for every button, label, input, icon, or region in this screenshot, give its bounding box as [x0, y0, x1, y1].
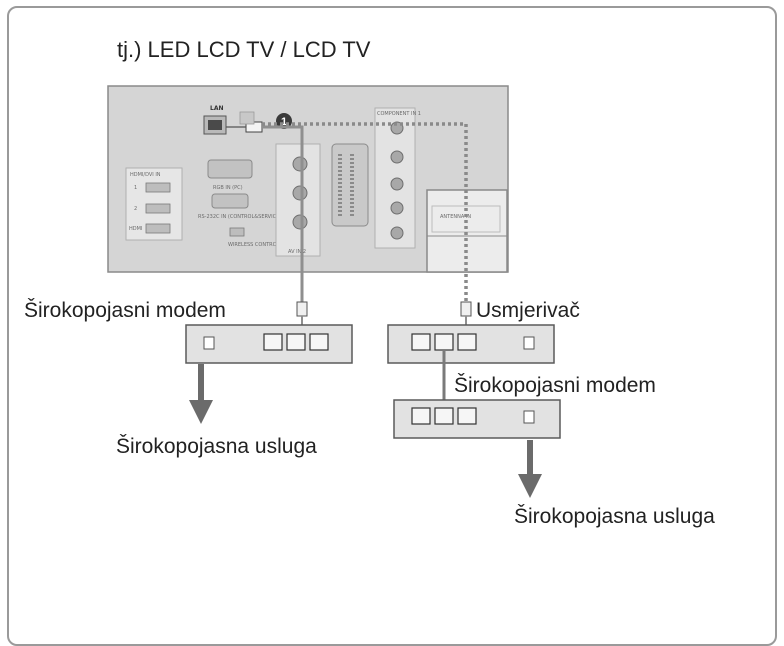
hdmi-port-3-label: HDMI — [129, 226, 142, 232]
router — [387, 324, 555, 364]
rgb-label: RGB IN (PC) — [213, 185, 243, 191]
hdmi-port-1 — [145, 182, 171, 193]
service-left-label: Širokopojasna usluga — [116, 435, 317, 458]
wireless-label: WIRELESS CONTROL — [228, 242, 280, 248]
av-label: AV IN 2 — [288, 249, 306, 255]
modem-left-port-2 — [286, 333, 306, 351]
modem-left-power — [203, 336, 215, 350]
component-jack-4 — [390, 201, 404, 215]
tv-back-panel: ANTENNA IN LAN 1 HDMI/DVI IN 1 2 HDMI RG… — [107, 85, 509, 273]
router-power — [523, 336, 535, 350]
av-jack-3 — [292, 214, 308, 230]
modem-right-power — [523, 410, 535, 424]
callout-number: 1 — [281, 116, 287, 128]
modem-right-port-2 — [434, 407, 454, 425]
service-right-label: Širokopojasna usluga — [514, 505, 715, 528]
av-jack-2 — [292, 185, 308, 201]
wireless-port — [229, 227, 245, 237]
scart-port — [331, 143, 369, 227]
lan-label: LAN — [210, 105, 224, 112]
lan-cable-left-plug — [296, 301, 308, 317]
router-port-3 — [457, 333, 477, 351]
modem-right-port-1 — [411, 407, 431, 425]
component-jack-2 — [390, 150, 404, 164]
component-jack-5 — [390, 226, 404, 240]
lan-port-socket — [208, 120, 222, 130]
antenna-label: ANTENNA IN — [440, 214, 471, 220]
lan-cable-right-path — [262, 122, 468, 302]
lan-cable-right-plug — [460, 301, 472, 317]
modem-left-port-1 — [263, 333, 283, 351]
lan-cable-left-path — [262, 125, 304, 302]
modem-left — [185, 324, 353, 364]
modem-left-label: Širokopojasni modem — [24, 299, 226, 322]
modem-right — [393, 399, 561, 439]
router-port-1 — [411, 333, 431, 351]
optical-port — [239, 111, 255, 125]
modem-right-port-3 — [457, 407, 477, 425]
component-jack-3 — [390, 177, 404, 191]
rgb-port — [207, 159, 253, 179]
rs232-label: RS-232C IN (CONTROL&SERVICE) — [198, 214, 281, 220]
connection-diagram: ANTENNA IN LAN 1 HDMI/DVI IN 1 2 HDMI RG… — [107, 85, 561, 498]
router-port-2 — [434, 333, 454, 351]
component-label: COMPONENT IN 1 — [377, 111, 421, 117]
modem-right-label: Širokopojasni modem — [454, 374, 656, 397]
modem-left-port-3 — [309, 333, 329, 351]
diagram-title: tj.) LED LCD TV / LCD TV — [117, 37, 371, 62]
rs232-port — [211, 193, 249, 209]
lan-cable-left — [262, 125, 308, 336]
hdmi-port-3 — [145, 223, 171, 234]
hdmi-port-2 — [145, 203, 171, 214]
av-jack-1 — [292, 156, 308, 172]
router-label: Usmjerivač — [476, 299, 580, 322]
hdmi-port-1-label: 1 — [134, 185, 137, 191]
hdmi-label: HDMI/DVI IN — [130, 172, 161, 178]
hdmi-port-2-label: 2 — [134, 206, 137, 212]
